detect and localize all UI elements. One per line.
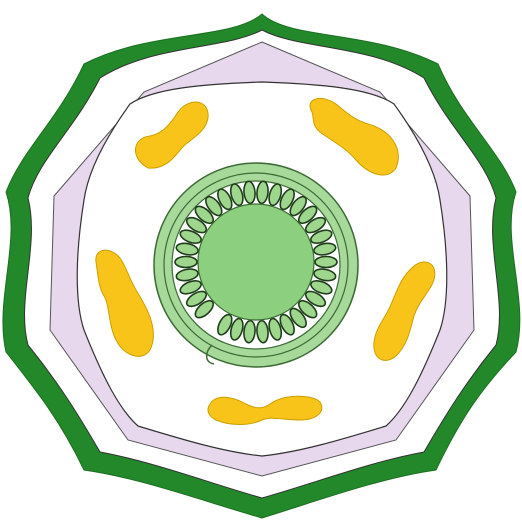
ovule [315,257,337,268]
central-placenta [198,204,314,320]
ovary [154,163,358,367]
ovule [175,257,197,268]
